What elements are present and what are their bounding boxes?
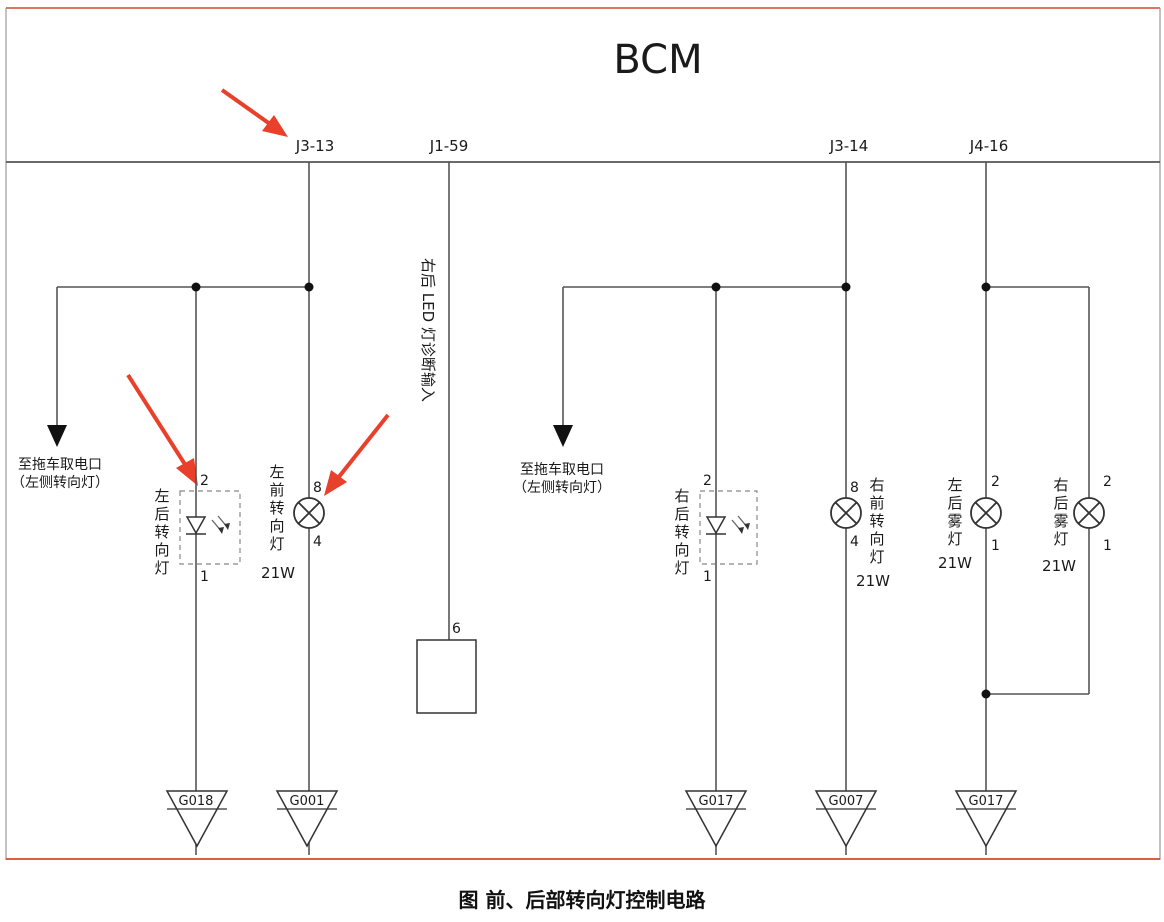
ground-triangle-icon <box>954 790 1018 848</box>
diagnostic-circuit <box>416 162 477 714</box>
led-pin-bottom-left: 1 <box>200 569 209 585</box>
fog-right-pin-bottom: 1 <box>1103 538 1112 554</box>
pin-label-j3-14: J3-14 <box>829 137 868 155</box>
led-label-char: 转 <box>154 523 169 541</box>
fog-label-char: 灯 <box>1053 530 1068 548</box>
diagnostic-input-label: 右后 LED 灯诊断输入 <box>419 258 437 402</box>
pin-label-j3-13: J3-13 <box>295 137 334 155</box>
fog-right-pin-top: 2 <box>1103 474 1112 490</box>
led-label-char: 向 <box>154 541 169 559</box>
module-title: BCM <box>613 37 702 83</box>
led-lamp-icon <box>699 490 758 565</box>
pin-label-j4-16: J4-16 <box>969 137 1008 155</box>
trailer-label-right-line2: （左侧转向灯） <box>513 480 611 496</box>
bulb-pin-top-left: 8 <box>313 480 322 496</box>
ground-label-g018: G018 <box>179 794 214 809</box>
bulb-label-char: 灯 <box>869 548 884 566</box>
fog-left-pin-bottom: 1 <box>991 538 1000 554</box>
fog-label-char: 左 <box>947 476 962 494</box>
led-lamp-icon <box>179 490 241 565</box>
led-label-char: 左 <box>154 487 169 505</box>
bulb-lamp-icon <box>970 497 1002 529</box>
fog-label-char: 雾 <box>947 512 962 530</box>
fog-label-char: 灯 <box>947 530 962 548</box>
diagnostic-pin: 6 <box>452 621 461 637</box>
figure-caption: 图 前、后部转向灯控制电路 <box>458 888 706 912</box>
down-arrow-icon <box>47 425 67 447</box>
diagram-frame <box>5 7 1161 860</box>
bulb-lamp-icon <box>293 497 325 529</box>
bulb-label-char: 灯 <box>269 535 284 553</box>
led-label-char: 向 <box>674 541 689 559</box>
fog-label-char: 后 <box>947 494 962 512</box>
led-label-char: 后 <box>154 505 169 523</box>
ground-triangle-icon <box>814 790 878 848</box>
fog-left-label: 左 后 雾 灯 <box>947 476 962 548</box>
ground-triangle-icon <box>275 790 339 848</box>
bulb-label-char: 转 <box>269 499 284 517</box>
bulb-wattage-left: 21W <box>261 564 295 582</box>
ground-label-g007: G007 <box>829 794 864 809</box>
bulb-pin-bottom-right: 4 <box>850 534 859 550</box>
led-label-char: 灯 <box>674 559 689 577</box>
bulb-label-left: 左 前 转 向 灯 <box>269 463 284 553</box>
led-pin-top-left: 2 <box>200 473 209 489</box>
red-arrow-icon <box>324 413 390 496</box>
bulb-lamp-icon <box>1073 497 1105 529</box>
pin-label-j1-59: J1-59 <box>429 137 468 155</box>
led-pin-top-right: 2 <box>703 473 712 489</box>
fog-label-char: 雾 <box>1053 512 1068 530</box>
bulb-lamp-icon <box>830 497 862 529</box>
fog-label-char: 后 <box>1053 494 1068 512</box>
led-label-char: 灯 <box>154 559 169 577</box>
led-label-char: 右 <box>674 487 689 505</box>
red-arrow-icon <box>220 88 288 137</box>
led-label-char: 后 <box>674 505 689 523</box>
bulb-pin-bottom-left: 4 <box>313 534 322 550</box>
trailer-label-left-line1: 至拖车取电口 <box>18 456 102 473</box>
bulb-label-char: 向 <box>269 517 284 535</box>
down-arrow-icon <box>553 425 573 447</box>
led-label-char: 转 <box>674 523 689 541</box>
fog-right-wattage: 21W <box>1042 557 1076 575</box>
fog-label-char: 右 <box>1053 476 1068 494</box>
bulb-label-char: 前 <box>869 494 884 512</box>
led-label-right: 右 后 转 向 灯 <box>674 487 689 577</box>
ground-label-g001: G001 <box>290 794 325 809</box>
trailer-label-right-line1: 至拖车取电口 <box>520 461 604 478</box>
bulb-label-char: 右 <box>869 476 884 494</box>
bulb-label-char: 转 <box>869 512 884 530</box>
bulb-label-char: 前 <box>269 481 284 499</box>
fog-left-wattage: 21W <box>938 554 972 572</box>
bulb-label-char: 向 <box>869 530 884 548</box>
bulb-pin-top-right: 8 <box>850 480 859 496</box>
bulb-wattage-right: 21W <box>856 572 890 590</box>
led-label-left: 左 后 转 向 灯 <box>154 487 169 577</box>
fog-right-label: 右 后 雾 灯 <box>1053 476 1068 548</box>
bulb-label-right: 右 前 转 向 灯 <box>869 476 884 566</box>
trailer-label-left-line2: （左侧转向灯） <box>11 475 109 491</box>
fog-left-pin-top: 2 <box>991 474 1000 490</box>
red-arrow-icon <box>126 373 198 486</box>
ground-triangle-icon <box>684 790 748 848</box>
ground-triangle-icon <box>165 790 229 848</box>
ground-label-g017: G017 <box>699 794 734 809</box>
bulb-label-char: 左 <box>269 463 284 481</box>
ground-label-fog-g017: G017 <box>969 794 1004 809</box>
led-pin-bottom-right: 1 <box>703 569 712 585</box>
